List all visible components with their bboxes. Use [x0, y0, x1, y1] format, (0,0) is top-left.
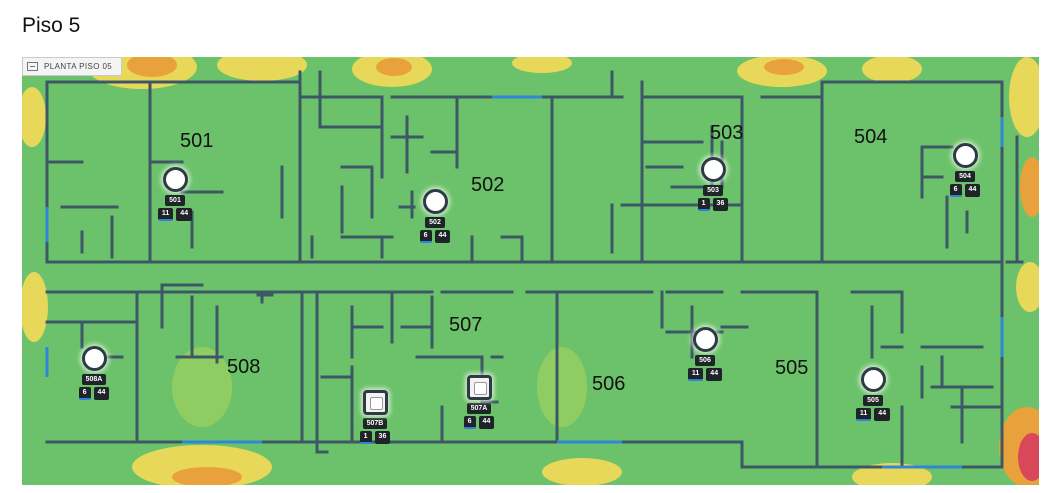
access-point-channel: 6 [419, 230, 432, 243]
access-point-power: 44 [93, 387, 110, 400]
access-point-power: 44 [478, 416, 495, 429]
access-point-504[interactable]: 504 6 44 [937, 143, 993, 197]
access-point-506[interactable]: 506 11 44 [677, 327, 733, 381]
room-label-504: 504 [854, 126, 888, 148]
room-label-502: 502 [471, 174, 505, 196]
access-point-stats: 11 44 [687, 368, 723, 381]
access-point-channel: 6 [463, 416, 476, 429]
plan-name-tag: PLANTA PISO 05 [22, 57, 123, 76]
access-point-508a[interactable]: 508A 6 44 [66, 346, 122, 400]
access-point-power: 36 [374, 431, 391, 444]
access-point-502[interactable]: 502 6 44 [407, 189, 463, 243]
access-point-channel: 6 [949, 184, 962, 197]
access-point-square-icon [362, 390, 388, 415]
access-point-stats: 1 36 [359, 431, 391, 444]
room-label-508: 508 [227, 356, 261, 378]
access-point-name: 504 [955, 171, 975, 182]
access-point-stats: 11 44 [157, 208, 193, 221]
access-point-channel: 11 [687, 368, 704, 381]
floor-plan-map[interactable]: PLANTA PISO 05 501 502 503 504 505 506 5… [22, 57, 1039, 485]
access-point-name: 507B [362, 418, 388, 429]
access-point-channel: 1 [359, 431, 372, 444]
access-point-icon [700, 157, 726, 182]
room-label-503: 503 [710, 122, 744, 144]
exterior-wall-accents [45, 95, 1004, 469]
access-point-channel: 6 [78, 387, 91, 400]
access-point-power: 44 [874, 408, 891, 421]
access-point-power: 44 [434, 230, 451, 243]
access-point-square-icon [466, 375, 492, 400]
access-point-507a[interactable]: 507A 6 44 [451, 375, 507, 429]
access-point-name: 507A [466, 403, 492, 414]
access-point-507b[interactable]: 507B 1 36 [347, 390, 403, 444]
access-point-name: 506 [695, 355, 715, 366]
heatmap-floor-plan [22, 57, 1039, 485]
access-point-power: 44 [706, 368, 723, 381]
access-point-power: 44 [964, 184, 981, 197]
access-point-name: 501 [165, 195, 185, 206]
access-point-name: 505 [863, 395, 883, 406]
access-point-stats: 6 44 [78, 387, 110, 400]
access-point-icon [860, 367, 886, 392]
access-point-stats: 11 44 [855, 408, 891, 421]
page-title: Piso 5 [22, 14, 81, 37]
access-point-stats: 6 44 [463, 416, 495, 429]
room-label-505: 505 [775, 357, 809, 379]
access-point-channel: 1 [697, 198, 710, 211]
access-point-stats: 6 44 [419, 230, 451, 243]
access-point-503[interactable]: 503 1 36 [685, 157, 741, 211]
access-point-icon [692, 327, 718, 352]
access-point-stats: 6 44 [949, 184, 981, 197]
access-point-stats: 1 36 [697, 198, 729, 211]
floor-plan-icon [27, 62, 38, 71]
access-point-channel: 11 [855, 408, 872, 421]
room-label-507: 507 [449, 314, 483, 336]
access-point-channel: 11 [157, 208, 174, 221]
coverage-weak-zones [22, 57, 1039, 485]
access-point-icon [162, 167, 188, 192]
access-point-name: 508A [81, 374, 107, 385]
access-point-501[interactable]: 501 11 44 [147, 167, 203, 221]
access-point-power: 44 [176, 208, 193, 221]
access-point-name: 503 [703, 185, 723, 196]
access-point-icon [422, 189, 448, 214]
floor-plan-walls [45, 70, 1024, 469]
plan-name-text: PLANTA PISO 05 [44, 62, 113, 71]
access-point-icon [81, 346, 107, 371]
access-point-icon [952, 143, 978, 168]
access-point-505[interactable]: 505 11 44 [845, 367, 901, 421]
room-label-506: 506 [592, 373, 626, 395]
access-point-power: 36 [712, 198, 729, 211]
access-point-name: 502 [425, 217, 445, 228]
room-label-501: 501 [180, 130, 214, 152]
